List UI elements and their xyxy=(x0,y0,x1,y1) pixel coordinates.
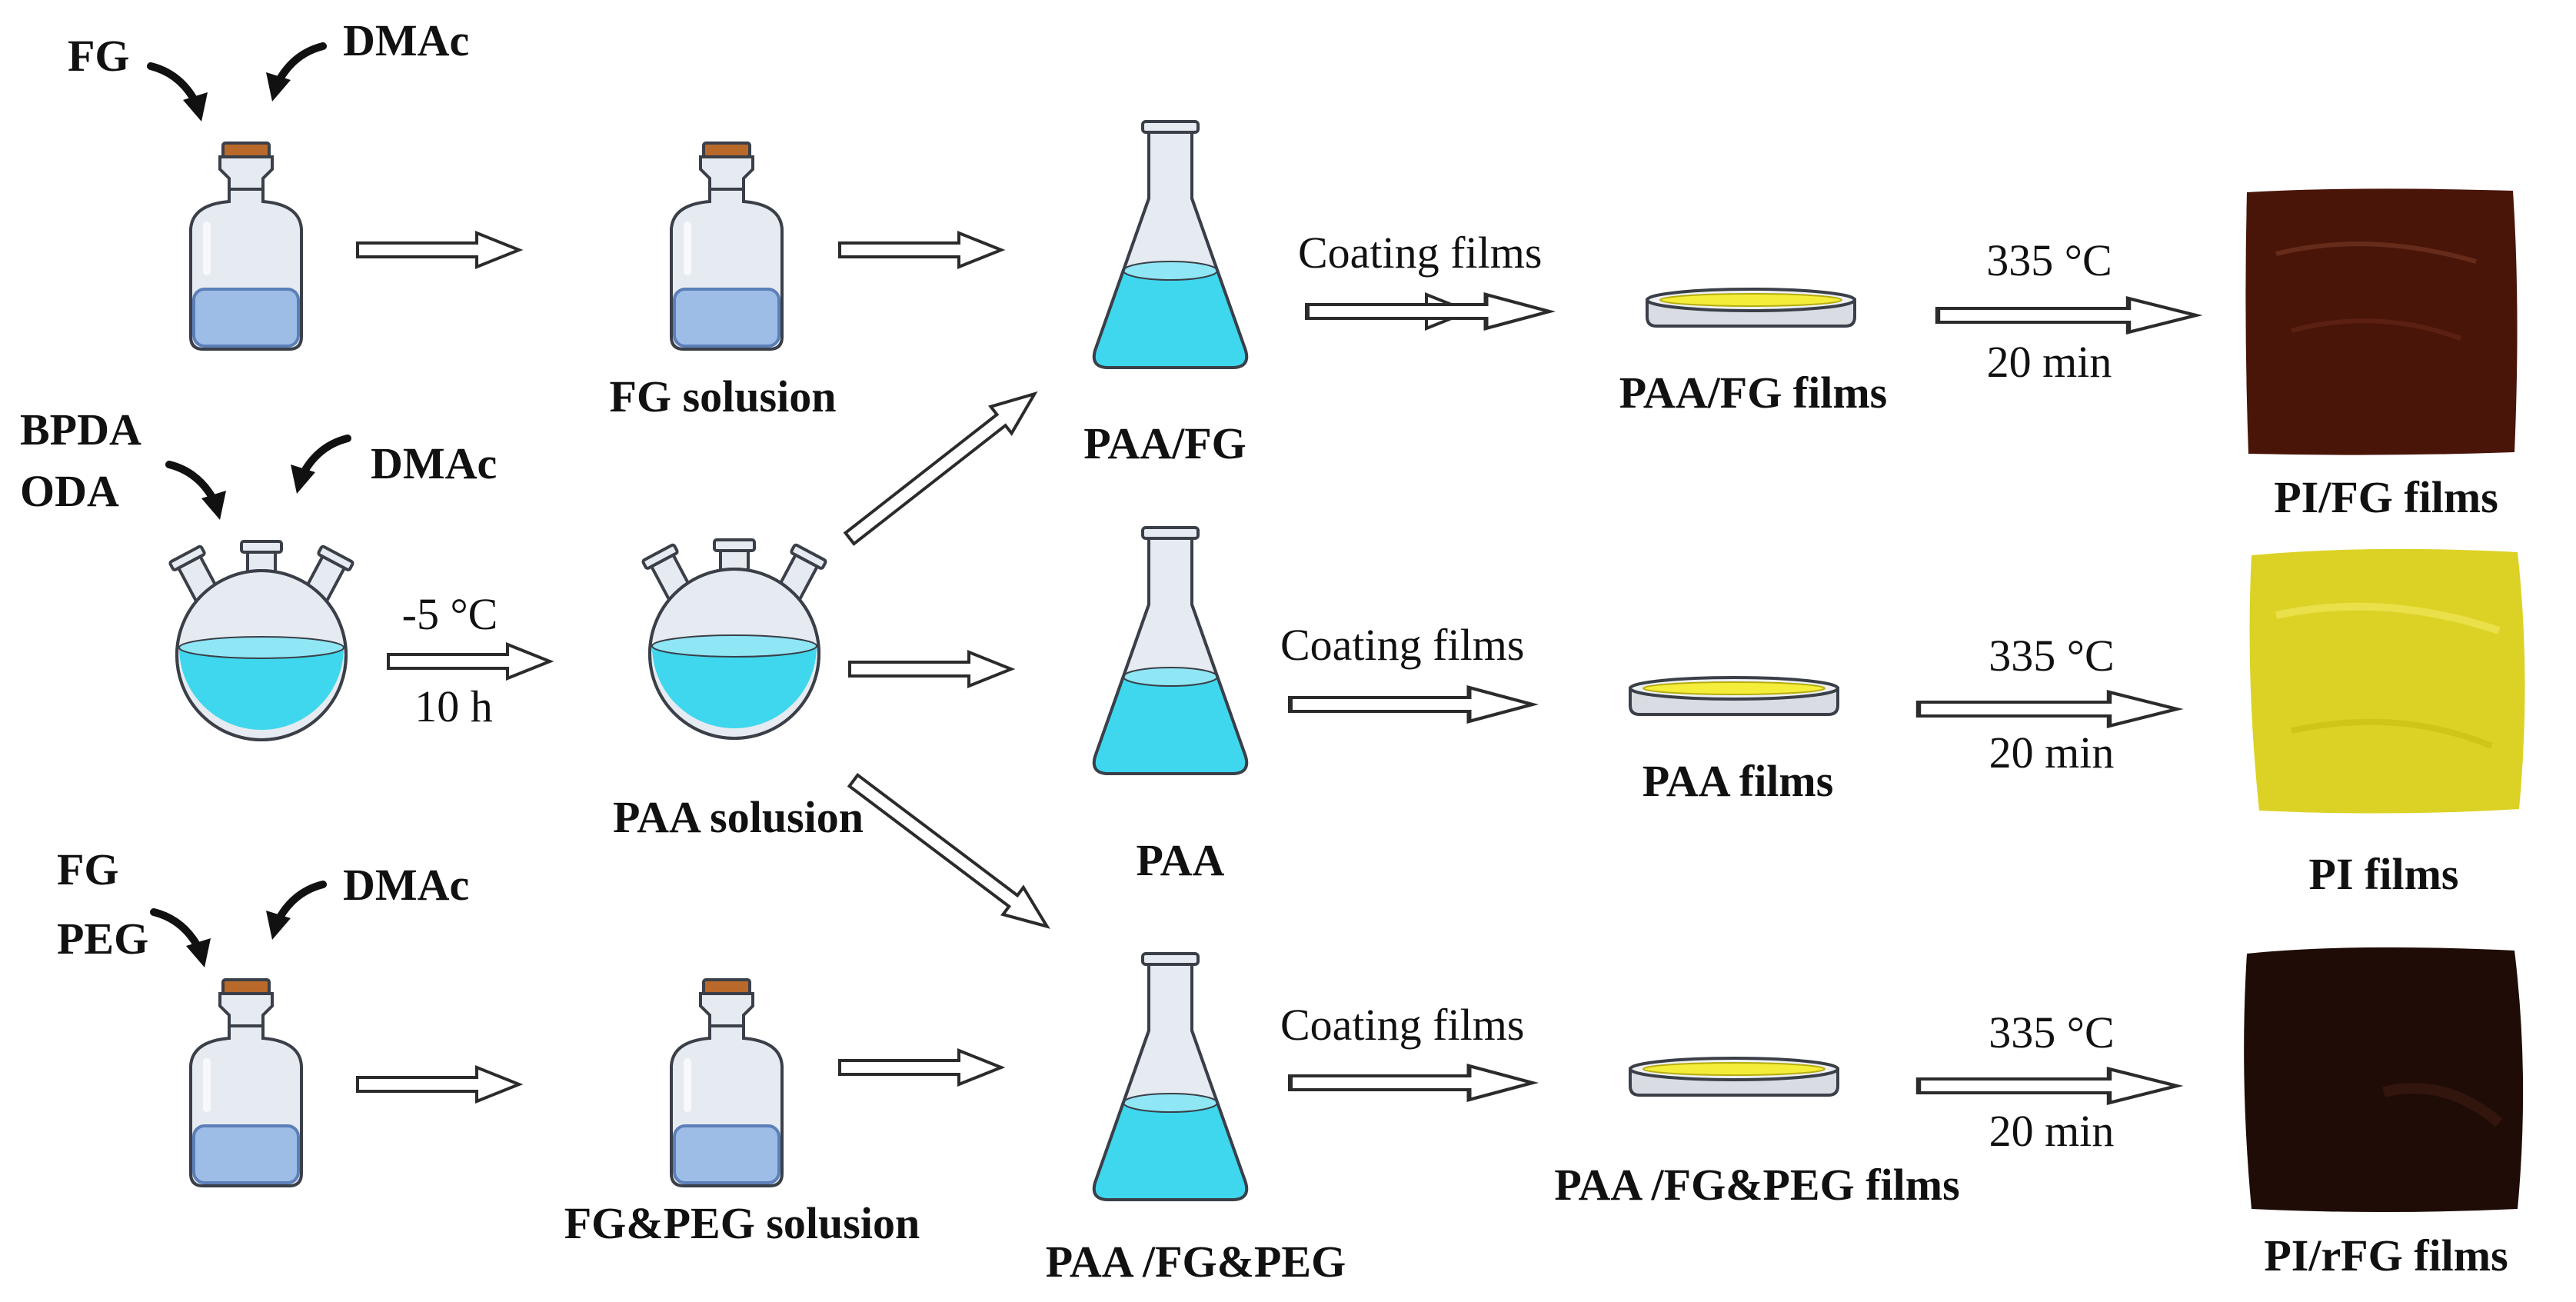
label-dmac-bottom: DMAc xyxy=(343,860,469,910)
process-arrow-icon xyxy=(1919,692,2177,726)
label-fg-solution: FG solusion xyxy=(610,371,837,421)
petri-dish-icon xyxy=(1629,676,1839,716)
label-fg-top: FG xyxy=(68,31,130,81)
petri-dish-icon xyxy=(1646,288,1856,328)
pointer-arrow-icon xyxy=(291,438,348,494)
process-arrow-icon xyxy=(356,1066,521,1103)
erlenmeyer-flask-icon xyxy=(1092,952,1249,1201)
petri-dish-icon xyxy=(1629,1057,1839,1097)
label-film-paa-fg-peg: PAA /FG&PEG films xyxy=(1554,1160,1959,1210)
label-film-paa-fg: PAA/FG films xyxy=(1619,368,1887,418)
label-cure-temp-top: 335 °C xyxy=(1986,235,2112,285)
label-cure-temp-bottom: 335 °C xyxy=(1989,1007,2114,1057)
label-condition-time: 10 h xyxy=(414,681,493,731)
process-arrow-icon xyxy=(387,643,551,680)
label-cure-temp-mid: 335 °C xyxy=(1989,631,2114,681)
label-dmac-top: DMAc xyxy=(343,15,469,65)
product-film-pi-rfg xyxy=(2244,947,2524,1212)
label-fg-peg-solution: FG&PEG solusion xyxy=(564,1198,920,1248)
label-oda: ODA xyxy=(20,466,119,516)
product-film-pi xyxy=(2249,548,2525,814)
label-coating-mid: Coating films xyxy=(1280,620,1524,670)
process-arrow-icon xyxy=(1938,298,2196,332)
three-neck-flask-icon xyxy=(641,538,828,740)
erlenmeyer-flask-icon xyxy=(1092,526,1249,775)
process-arrow-icon xyxy=(848,651,1013,688)
label-dmac-mid: DMAc xyxy=(371,438,497,488)
label-paa-solution: PAA solusion xyxy=(613,792,864,842)
reagent-bottle-icon xyxy=(670,978,784,1187)
label-cure-time-bottom: 20 min xyxy=(1989,1106,2115,1156)
top-input-labels: FG DMAc xyxy=(68,15,469,81)
label-cure-time-mid: 20 min xyxy=(1989,728,2115,778)
process-arrow-icon xyxy=(1290,688,1533,721)
pointer-arrow-icon xyxy=(266,884,323,940)
label-peg: PEG xyxy=(57,914,148,964)
label-coating-top: Coating films xyxy=(1298,228,1542,278)
process-arrow-icon xyxy=(838,231,1003,268)
label-bpda: BPDA xyxy=(20,405,141,455)
reagent-bottle-icon xyxy=(189,978,303,1187)
label-film-paa: PAA films xyxy=(1642,756,1834,806)
label-coating-bottom: Coating films xyxy=(1280,1000,1524,1050)
label-fg-bottom: FG xyxy=(57,844,119,894)
product-film-pi-fg xyxy=(2245,188,2518,455)
process-arrow-icon xyxy=(356,231,521,268)
process-arrow-icon xyxy=(838,1049,1003,1086)
reagent-bottle-icon xyxy=(189,142,303,351)
label-product-pi-rfg: PI/rFG films xyxy=(2264,1230,2508,1280)
three-neck-flask-icon xyxy=(168,540,355,741)
process-arrow-icon xyxy=(1290,1066,1533,1100)
label-cure-time-top: 20 min xyxy=(1987,337,2112,387)
pointer-arrow-icon xyxy=(169,465,226,520)
label-flask-paa-fg-peg: PAA /FG&PEG xyxy=(1046,1237,1346,1287)
process-arrow-icon xyxy=(843,391,1038,546)
label-flask-paa-fg: PAA/FG xyxy=(1083,418,1246,468)
erlenmeyer-flask-icon xyxy=(1092,120,1249,369)
label-condition-temp: -5 °C xyxy=(402,589,498,639)
process-arrow-icon xyxy=(1919,1069,2177,1103)
pointer-arrow-icon xyxy=(266,46,323,102)
process-arrow-icon xyxy=(847,773,1050,929)
label-flask-paa: PAA xyxy=(1137,835,1225,885)
label-product-pi-fg: PI/FG films xyxy=(2274,472,2498,522)
reagent-bottle-icon xyxy=(670,142,784,351)
label-product-pi: PI films xyxy=(2309,849,2459,899)
pointer-arrow-icon xyxy=(151,66,208,122)
pointer-arrow-icon xyxy=(154,912,211,967)
